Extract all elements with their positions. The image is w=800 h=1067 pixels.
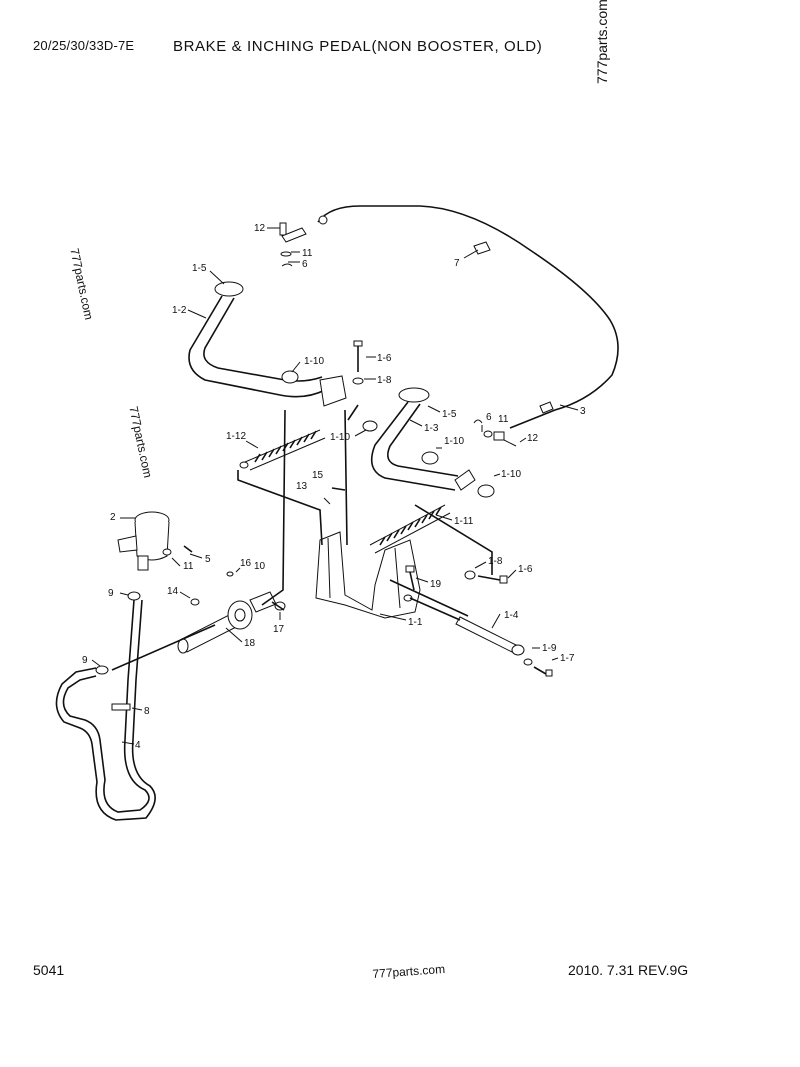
- callout-8: 8: [144, 706, 150, 717]
- pedal-shaft: [455, 616, 553, 677]
- callout-14: 14: [167, 586, 179, 597]
- callout-1-10b: 1-10: [330, 432, 350, 443]
- callout-1-11: 1-11: [454, 516, 474, 527]
- callout-1-5b: 1-5: [442, 409, 457, 420]
- callout-1-7: 1-7: [560, 653, 575, 664]
- callout-10: 10: [254, 561, 266, 572]
- bolt-upper: [352, 340, 364, 385]
- callout-7: 7: [454, 258, 460, 269]
- reservoir: [117, 511, 193, 571]
- page-title: BRAKE & INCHING PEDAL(NON BOOSTER, OLD): [173, 38, 543, 55]
- callout-9b: 9: [82, 655, 88, 666]
- callout-2: 2: [110, 512, 116, 523]
- callout-6b: 6: [486, 412, 492, 423]
- page-number: 5041: [33, 962, 65, 978]
- misc-fasteners: [190, 598, 285, 611]
- clevis-parts-upper: [279, 222, 307, 267]
- callout-11a: 11: [302, 248, 313, 259]
- model-code: 20/25/30/33D-7E: [33, 38, 135, 53]
- callout-17: 17: [273, 624, 285, 635]
- callout-16: 16: [240, 558, 252, 569]
- callout-13: 13: [296, 481, 308, 492]
- callout-12a: 12: [254, 223, 266, 234]
- brake-pedal-arm: [188, 281, 347, 407]
- callout-1-10d: 1-10: [501, 469, 521, 480]
- bolt-19: [405, 565, 415, 591]
- callout-1-10a: 1-10: [304, 356, 324, 367]
- callout-9a: 9: [108, 588, 114, 599]
- small-bolts-mid: [323, 487, 346, 505]
- callout-1-2: 1-2: [172, 305, 187, 316]
- callout-1-1: 1-1: [408, 617, 423, 628]
- callout-18: 18: [244, 638, 256, 649]
- callout-1-9: 1-9: [542, 643, 557, 654]
- callout-1-6a: 1-6: [377, 353, 392, 364]
- assembly-lines: [111, 404, 493, 671]
- pedal-bracket: [315, 531, 421, 619]
- callout-1-8b: 1-8: [488, 556, 503, 567]
- callout-15: 15: [312, 470, 324, 481]
- callout-1-5a: 1-5: [192, 263, 207, 274]
- callout-5: 5: [205, 554, 211, 565]
- callout-3: 3: [580, 406, 586, 417]
- callout-6a: 6: [302, 259, 308, 270]
- bolt-right: [464, 570, 508, 584]
- callout-1-6b: 1-6: [518, 564, 533, 575]
- callout-19: 19: [430, 579, 442, 590]
- inching-pedal-arm: [362, 387, 495, 498]
- leader-lines: [91, 227, 579, 745]
- brake-cable: [317, 205, 619, 429]
- callout-11b: 11: [498, 414, 509, 425]
- clevis-parts-right: [473, 419, 517, 447]
- callout-12b: 12: [527, 433, 539, 444]
- callout-labels: 12 11 6 7 1-5 1-2 1-10 1-6 1-8 1-5 6 11 …: [82, 223, 586, 751]
- brake-hose: [55, 591, 156, 821]
- callout-1-10c: 1-10: [444, 436, 464, 447]
- callout-1-12: 1-12: [226, 431, 246, 442]
- callout-1-8a: 1-8: [377, 375, 392, 386]
- callout-1-4: 1-4: [504, 610, 519, 621]
- callout-11c: 11: [183, 561, 194, 572]
- callout-1-3: 1-3: [424, 423, 439, 434]
- callout-4: 4: [135, 740, 141, 751]
- revision-date: 2010. 7.31 REV.9G: [568, 962, 689, 978]
- master-cylinder: [177, 571, 286, 654]
